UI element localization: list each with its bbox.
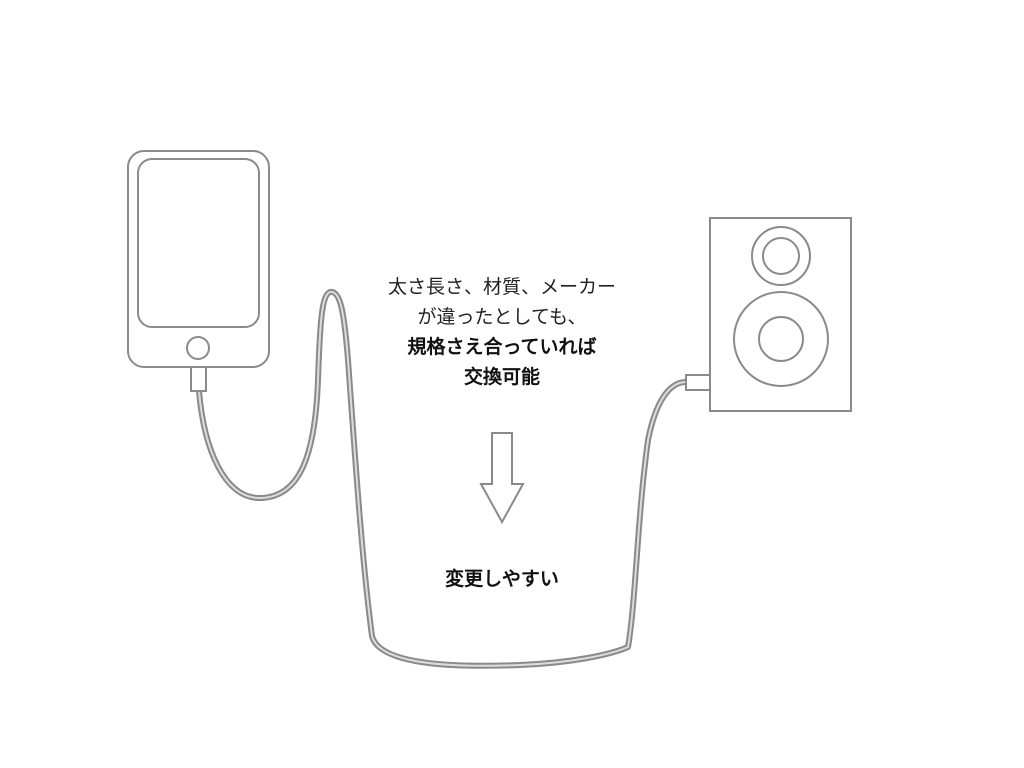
speaker-woofer-outer xyxy=(733,291,829,387)
cable-core xyxy=(198,290,687,667)
result-text: 変更しやすい xyxy=(402,564,602,594)
speaker-icon xyxy=(685,217,852,412)
phone-body xyxy=(127,150,270,368)
cable xyxy=(196,288,689,669)
phone-home-button xyxy=(186,336,210,360)
caption-line-4: 交換可能 xyxy=(463,366,540,388)
speaker-tweeter-outer xyxy=(751,226,811,286)
caption-text: 太さ長さ、材質、メーカー が違ったとしても、 規格さえ合っていれば 交換可能 xyxy=(352,272,652,392)
result-label: 変更しやすい xyxy=(445,568,559,590)
caption-line-3: 規格さえ合っていれば xyxy=(407,336,597,358)
phone-connector xyxy=(190,366,207,392)
caption-line-2: が違ったとしても、 xyxy=(417,306,587,328)
caption-line-1: 太さ長さ、材質、メーカー xyxy=(387,276,616,298)
speaker-cabinet xyxy=(709,217,852,412)
speaker-tweeter-inner xyxy=(762,237,800,275)
speaker-connector xyxy=(685,374,711,391)
phone-screen xyxy=(137,158,260,328)
speaker-woofer-inner xyxy=(758,316,804,362)
smartphone-icon xyxy=(127,150,270,392)
down-arrow-icon xyxy=(479,432,525,525)
